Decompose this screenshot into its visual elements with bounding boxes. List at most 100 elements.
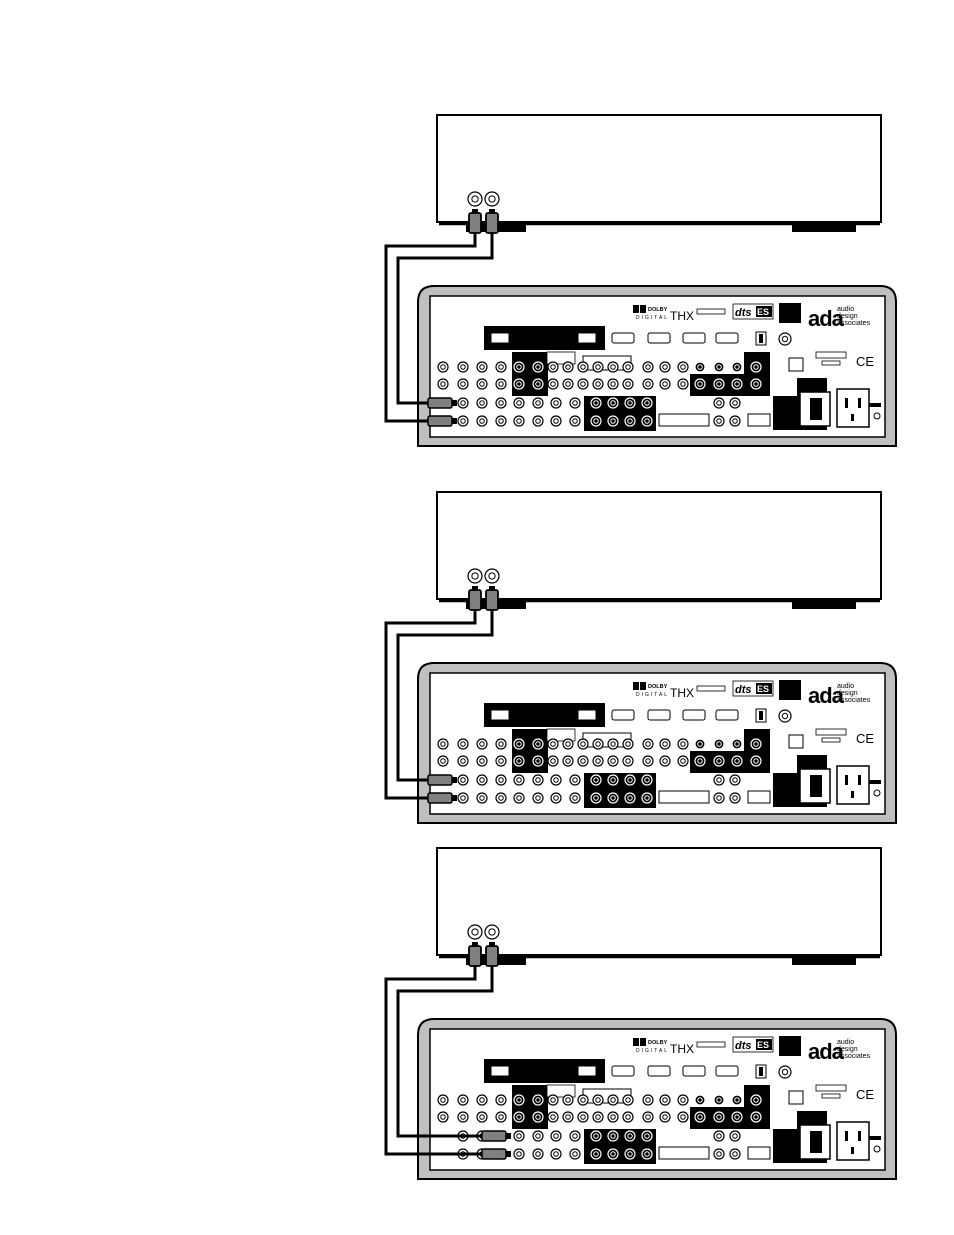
- rca-plug: [485, 945, 499, 967]
- connector: [577, 709, 597, 721]
- rca-jack: [713, 755, 725, 767]
- rca-jack: [457, 1094, 469, 1106]
- dts-label: dts: [735, 307, 752, 319]
- rca-jack: [624, 792, 636, 804]
- dts-neo-logo: [779, 303, 801, 323]
- rca-jack: [547, 738, 559, 750]
- thx-logo: THX: [670, 1042, 694, 1056]
- rca-jack: [513, 1130, 525, 1142]
- rca-jack: [457, 397, 469, 409]
- rca-jack: [547, 378, 559, 390]
- rca-jack: [577, 738, 589, 750]
- rca-jack: [607, 397, 619, 409]
- rca-plug: [427, 792, 453, 804]
- rca-jack: [750, 738, 762, 750]
- rca-jack: [622, 755, 634, 767]
- rca-jack: [513, 738, 525, 750]
- rca-jack: [607, 738, 619, 750]
- brand-word: associates: [837, 697, 871, 704]
- rca-jack: [592, 738, 604, 750]
- rca-jack: [562, 378, 574, 390]
- rca-jack: [467, 924, 483, 940]
- rca-jack: [592, 1111, 604, 1123]
- surround-logo: [696, 685, 726, 692]
- rca-jack: [457, 792, 469, 804]
- rca-jack: [550, 792, 562, 804]
- rca-jack: [513, 774, 525, 786]
- speaker-terminal: [747, 1146, 771, 1160]
- rca-jack: [713, 738, 725, 750]
- rca-jack: [562, 755, 574, 767]
- rca-jack: [550, 1148, 562, 1160]
- rca-jack: [495, 397, 507, 409]
- rca-jack: [713, 774, 725, 786]
- source-unit: [436, 847, 882, 956]
- ground-symbol: [869, 1136, 881, 1140]
- brand-word: audio: [837, 683, 854, 690]
- label-plate: [546, 351, 576, 365]
- dts-es-label: ES: [757, 684, 769, 694]
- brand-word: design: [837, 1046, 858, 1053]
- rca-jack: [607, 755, 619, 767]
- rca-jack: [729, 792, 741, 804]
- rca-jack: [592, 378, 604, 390]
- dts-label: dts: [735, 1040, 752, 1052]
- audio-cable-right: [396, 609, 494, 782]
- rca-jack: [457, 774, 469, 786]
- db9-port: [715, 709, 739, 721]
- ground-symbol: [869, 403, 881, 407]
- rca-jack: [495, 1111, 507, 1123]
- rca-jack: [569, 774, 581, 786]
- rca-plug: [485, 212, 499, 234]
- source-foot: [792, 599, 856, 609]
- speaker-terminal: [658, 413, 710, 427]
- rca-jack: [750, 361, 762, 373]
- rca-jack: [622, 1094, 634, 1106]
- rca-jack: [731, 361, 743, 373]
- db9-port: [682, 709, 706, 721]
- rca-jack: [677, 1094, 689, 1106]
- rca-jack: [532, 738, 544, 750]
- speaker-terminal: [747, 413, 771, 427]
- rca-jack: [476, 755, 488, 767]
- rca-jack: [457, 1111, 469, 1123]
- connector: [490, 332, 510, 344]
- source-foot: [792, 955, 856, 965]
- ce-mark: CE: [856, 354, 874, 369]
- rca-jack: [484, 191, 500, 207]
- rca-jack: [562, 1111, 574, 1123]
- rca-jack: [624, 774, 636, 786]
- rca-jack: [694, 378, 706, 390]
- rca-jack: [731, 1111, 743, 1123]
- rca-plug: [468, 212, 482, 234]
- dts-es-label: ES: [757, 307, 769, 317]
- rca-jack: [476, 361, 488, 373]
- rca-jack: [641, 415, 653, 427]
- rca-jack: [641, 774, 653, 786]
- rca-jack: [547, 1094, 559, 1106]
- rca-jack: [694, 738, 706, 750]
- rca-jack: [547, 361, 559, 373]
- dolby-label: DOLBY: [648, 307, 668, 313]
- rca-plug: [427, 397, 453, 409]
- rca-jack: [641, 1130, 653, 1142]
- label-plate: [546, 728, 576, 742]
- ce-mark: CE: [856, 1087, 874, 1102]
- rca-jack: [729, 415, 741, 427]
- db9-port: [682, 332, 706, 344]
- audio-cable-left: [384, 965, 482, 1156]
- rca-jack: [729, 1130, 741, 1142]
- rca-jack: [532, 378, 544, 390]
- rca-jack: [562, 361, 574, 373]
- rca-jack: [607, 361, 619, 373]
- rca-jack: [547, 1111, 559, 1123]
- rca-jack: [513, 792, 525, 804]
- thx-logo: THX: [670, 309, 694, 323]
- rca-jack: [659, 378, 671, 390]
- rca-jack: [607, 1130, 619, 1142]
- rca-jack: [532, 1111, 544, 1123]
- source-foot: [792, 222, 856, 232]
- rca-jack: [457, 415, 469, 427]
- rca-jack: [577, 361, 589, 373]
